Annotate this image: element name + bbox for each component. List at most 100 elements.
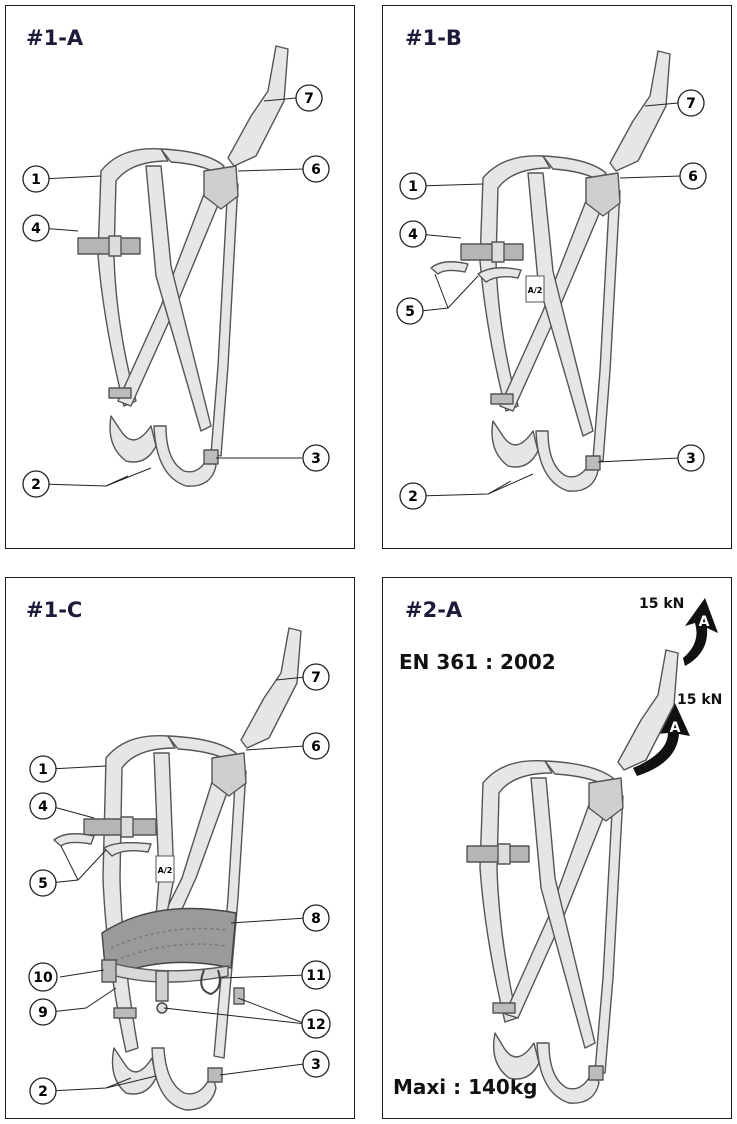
callout-3-label: 3 — [686, 451, 696, 467]
callout-1-label: 1 — [408, 179, 418, 195]
callout-7 — [295, 84, 323, 112]
callout-3 — [302, 1050, 330, 1078]
right-vertical-strap — [592, 187, 621, 462]
left-shoulder-strap — [97, 147, 169, 407]
dorsal-plate — [585, 172, 621, 217]
panel-title: #1-A — [26, 26, 84, 50]
callout-4 — [22, 214, 50, 242]
front-attachment-loop — [430, 261, 469, 275]
right-vertical-strap — [210, 180, 239, 457]
callout-5-label: 5 — [405, 304, 415, 320]
leg-buckle — [203, 449, 219, 465]
callout-4-label: 4 — [31, 221, 41, 237]
callout-12 — [301, 1009, 331, 1039]
callout-4 — [29, 792, 57, 820]
cross-strap-back — [153, 752, 175, 919]
leg-loop-right — [151, 1047, 217, 1111]
harness-diagram: A/2 — [28, 627, 331, 1111]
leg-loop-left — [491, 420, 539, 468]
callout-4-label: 4 — [408, 227, 418, 243]
callout-6-label: 6 — [311, 739, 321, 755]
callout-2-label: 2 — [31, 477, 41, 493]
callout-12-label: 12 — [306, 1017, 325, 1033]
callout-6-label: 6 — [311, 162, 321, 178]
callout-6 — [679, 162, 707, 190]
strap-marker: A/2 — [155, 855, 175, 883]
chest-buckle — [83, 818, 157, 836]
panel-title: #1-B — [405, 26, 462, 50]
left-shoulder-strap — [479, 759, 553, 1023]
leg-loop-left — [109, 415, 157, 463]
callout-1 — [29, 755, 57, 783]
callout-7-label: 7 — [686, 96, 696, 112]
callout-9-label: 9 — [38, 1005, 48, 1021]
left-shoulder-strap — [479, 155, 551, 412]
callout-7 — [677, 89, 705, 117]
callout-9 — [29, 998, 57, 1026]
dorsal-extension-strap — [617, 649, 679, 771]
callout-2-label: 2 — [408, 489, 418, 505]
dorsal-plate — [588, 777, 624, 822]
front-attachment-loop — [103, 841, 152, 857]
callout-8 — [302, 904, 330, 932]
arrow-letter: A — [699, 614, 710, 630]
force-label-lower: 15 kN — [677, 692, 723, 708]
force-arrow-upper — [683, 598, 718, 666]
callout-1-label: 1 — [38, 762, 48, 778]
callout-11-label: 11 — [306, 968, 325, 984]
leg-loop-left — [492, 1032, 540, 1080]
seat-buckle-left — [101, 959, 117, 983]
callout-7-label: 7 — [304, 91, 314, 107]
callout-2-label: 2 — [38, 1084, 48, 1100]
force-label-top: 15 kN — [639, 596, 685, 612]
harness-diagram: 1 4 7 6 3 2 — [22, 45, 330, 498]
front-attachment-loop — [477, 267, 522, 283]
cross-strap-back — [530, 777, 596, 1049]
callout-4-label: 4 — [38, 799, 48, 815]
callout-8-label: 8 — [311, 911, 321, 927]
front-attachment-loop — [53, 833, 95, 847]
callout-3-label: 3 — [311, 1057, 321, 1073]
callout-5 — [29, 869, 57, 897]
callout-2 — [399, 482, 427, 510]
force-arrow-lower — [633, 703, 690, 776]
leg-buckle — [585, 455, 601, 471]
leg-buckle — [588, 1065, 604, 1081]
panel-1a: #1-A — [5, 5, 355, 549]
callout-6 — [302, 155, 330, 183]
strap-marker: A/2 — [525, 275, 545, 303]
callout-7-label: 7 — [311, 670, 321, 686]
leg-buckle — [207, 1067, 223, 1083]
callout-7 — [302, 663, 330, 691]
dorsal-extension-strap — [609, 50, 671, 172]
callout-5 — [396, 297, 424, 325]
callout-4 — [399, 220, 427, 248]
cross-strap-back — [145, 165, 212, 432]
leg-loop-left — [111, 1047, 157, 1095]
dorsal-extension-strap — [240, 627, 302, 749]
side-d-ring — [200, 969, 221, 995]
panel-title: #2-A — [405, 598, 463, 622]
callout-1 — [22, 165, 50, 193]
callout-10 — [28, 962, 58, 992]
callout-2 — [22, 470, 50, 498]
harness-diagram: A A — [466, 598, 718, 1104]
callout-3 — [302, 444, 330, 472]
callout-5-label: 5 — [38, 876, 48, 892]
callout-10-label: 10 — [33, 970, 53, 986]
callout-6 — [302, 732, 330, 760]
standard-label: EN 361 : 2002 — [399, 650, 556, 674]
callout-11 — [301, 960, 331, 990]
panel-1b: #1-B A/2 — [382, 5, 732, 549]
callout-1 — [399, 172, 427, 200]
callout-1-label: 1 — [31, 172, 41, 188]
svg-text:A/2: A/2 — [158, 866, 173, 875]
panel-1c: #1-C — [5, 577, 355, 1119]
callout-2 — [29, 1077, 57, 1105]
right-vertical-strap — [594, 792, 624, 1074]
svg-text:A/2: A/2 — [528, 286, 543, 295]
panel-2a: #2-A EN 361 : 2002 15 kN 15 kN Maxi : 14… — [382, 577, 732, 1119]
callout-6-label: 6 — [688, 169, 698, 185]
dorsal-plate — [203, 165, 239, 210]
arrow-letter: A — [670, 720, 681, 736]
